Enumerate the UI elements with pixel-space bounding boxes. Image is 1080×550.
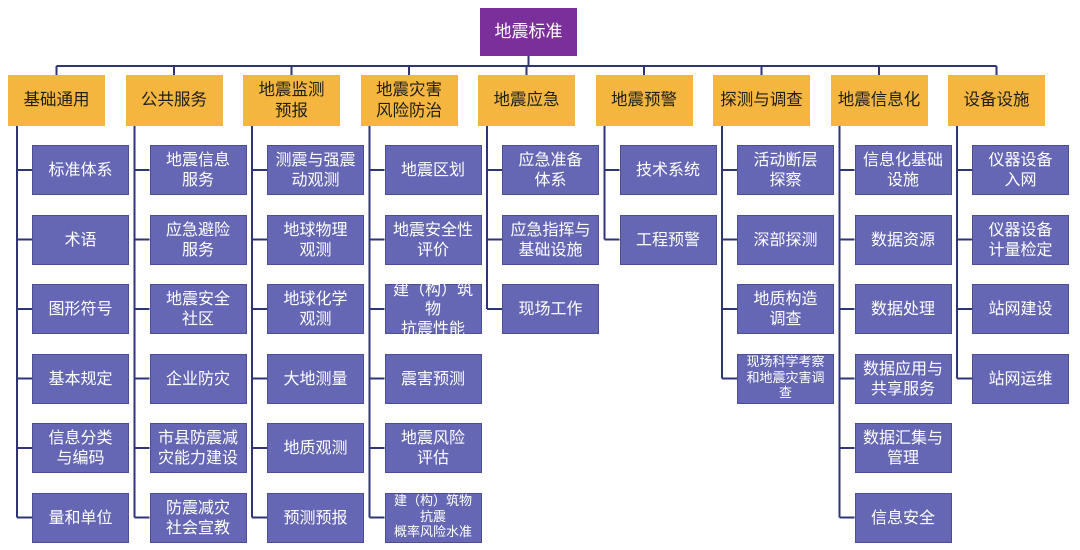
standard-item: 基本规定: [32, 353, 129, 404]
standard-item: 信息安全: [854, 492, 952, 543]
standard-item: 地震风险 评估: [384, 423, 482, 473]
standard-item: 地震安全 社区: [149, 284, 247, 334]
standard-item: 防震减灾 社会宣教: [149, 492, 247, 543]
standard-item: 地震信息 服务: [149, 145, 247, 195]
category-node: 地震预警: [595, 75, 693, 126]
standard-item: 现场工作: [502, 284, 599, 334]
category-node: 地震监测 预报: [243, 75, 340, 126]
standard-item: 深部探测: [737, 214, 834, 265]
standard-item: 工程预警: [619, 214, 717, 265]
standard-item: 数据处理: [854, 284, 952, 334]
standard-item: 图形符号: [32, 284, 129, 334]
standard-item: 标准体系: [32, 145, 129, 195]
standard-item: 术语: [32, 214, 129, 265]
standard-item: 仪器设备 入网: [972, 145, 1069, 195]
standard-item: 站网运维: [972, 353, 1069, 404]
category-node: 基础通用: [8, 75, 105, 126]
standard-item: 应急指挥与 基础设施: [502, 214, 599, 265]
standard-item: 数据应用与 共享服务: [854, 353, 952, 404]
standard-item: 震害预测: [384, 353, 482, 404]
standard-item: 应急避险 服务: [149, 214, 247, 265]
standard-item: 建（构）筑物抗震 概率风险水准: [384, 492, 482, 543]
standard-item: 地球化学 观测: [267, 284, 364, 334]
standard-item: 应急准备 体系: [502, 145, 599, 195]
standard-item: 仪器设备 计量检定: [972, 214, 1069, 265]
category-node: 地震应急: [478, 75, 575, 126]
root-node: 地震标准: [480, 8, 577, 56]
standard-item: 预测预报: [267, 492, 364, 543]
standard-item: 地质构造 调查: [737, 284, 834, 334]
standard-item: 大地测量: [267, 353, 364, 404]
standard-item: 站网建设: [972, 284, 1069, 334]
standard-item: 地震安全性 评价: [384, 214, 482, 265]
standard-item: 地质观测: [267, 423, 364, 473]
category-node: 地震信息化: [830, 75, 928, 126]
category-node: 公共服务: [125, 75, 223, 126]
standard-item: 市县防震减 灾能力建设: [149, 423, 247, 473]
standard-item: 数据资源: [854, 214, 952, 265]
standard-item: 测震与强震 动观测: [267, 145, 364, 195]
standard-item: 活动断层 探察: [737, 145, 834, 195]
standard-item: 信息分类 与编码: [32, 423, 129, 473]
standard-item: 数据汇集与 管理: [854, 423, 952, 473]
standard-item: 地震区划: [384, 145, 482, 195]
standard-item: 信息化基础 设施: [854, 145, 952, 195]
standard-item: 地球物理 观测: [267, 214, 364, 265]
category-node: 探测与调查: [713, 75, 810, 126]
category-node: 设备设施: [948, 75, 1045, 126]
standard-item: 建（构）筑物 抗震性能: [384, 280, 482, 338]
standard-item: 技术系统: [619, 145, 717, 195]
standard-item: 现场科学考察 和地震灾害调查: [737, 353, 834, 404]
standard-item: 企业防灾: [149, 353, 247, 404]
category-node: 地震灾害 风险防治: [360, 75, 458, 126]
standard-item: 量和单位: [32, 492, 129, 543]
